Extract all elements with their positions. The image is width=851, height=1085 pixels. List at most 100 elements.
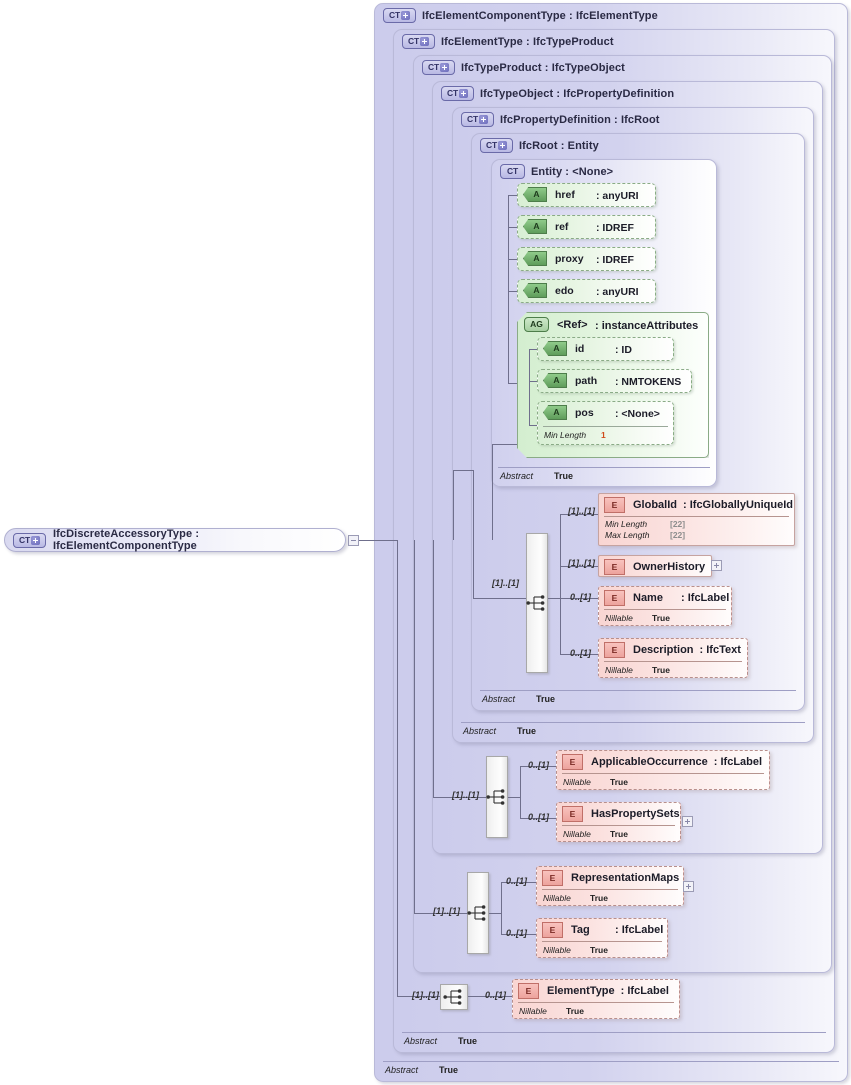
attribute-edo[interactable]: A edo : anyURI <box>517 279 656 303</box>
aggroup-branch-id <box>529 349 537 350</box>
facet-key: Nillable <box>563 829 591 839</box>
attribute-header: A proxy <box>523 251 584 266</box>
element-haspropertysets[interactable]: E HasPropertySets Nillable True <box>556 802 681 842</box>
element-type: : IfcLabel <box>681 592 730 604</box>
cardinality-elementtype: 0..[1] <box>485 990 507 1000</box>
abstract-footer: Abstract True <box>480 690 796 707</box>
expand-button-haspropertysets[interactable] <box>682 816 693 827</box>
branch-typeproduct <box>414 913 467 914</box>
element-elementtype[interactable]: E ElementType : IfcLabel Nillable True <box>512 979 680 1019</box>
root-trunk-line <box>359 540 397 541</box>
element-header: E Name <box>604 590 663 606</box>
cardinality-tag: 0..[1] <box>506 928 528 938</box>
container-header: CT IfcRoot : Entity <box>480 138 599 153</box>
sequence-compositor-ifctypeobject[interactable] <box>486 756 508 838</box>
element-name-box[interactable]: E Name : IfcLabel Nillable True <box>598 586 732 626</box>
attribute-path[interactable]: A path : NMTOKENS <box>537 369 692 393</box>
attribute-href[interactable]: A href : anyURI <box>517 183 656 207</box>
attribute-pos[interactable]: A pos : <None> Min Length 1 <box>537 401 674 445</box>
seq1-stem <box>548 598 560 599</box>
facet-row-nillable: Nillable True <box>542 941 662 958</box>
element-header: E GlobalId : IfcGloballyUniqueId <box>604 497 793 513</box>
facet-key: Nillable <box>563 777 591 787</box>
expand-button-ownerhistory[interactable] <box>711 560 722 571</box>
sequence-compositor-ifctypeproduct[interactable] <box>467 872 489 954</box>
branch-ifcroot-down <box>473 470 474 598</box>
seq2-stem <box>508 797 520 798</box>
element-icon: E <box>604 497 625 513</box>
abstract-value: True <box>536 694 556 704</box>
element-type: : IfcGloballyUniqueId <box>683 499 794 511</box>
facet-value: True <box>652 613 670 623</box>
root-node-ifcdiscreteaccessorytype[interactable]: CT IfcDiscreteAccessoryType : IfcElement… <box>4 528 346 552</box>
element-name: HasPropertySets <box>591 808 680 820</box>
attribute-icon: A <box>543 405 567 420</box>
element-icon: E <box>518 983 539 999</box>
attribute-name: pos <box>575 406 594 419</box>
branch-vertical-entity <box>492 444 493 540</box>
attribute-header: A ref <box>523 219 568 234</box>
cardinality-applicableoccurrence: 0..[1] <box>528 760 550 770</box>
plus-icon <box>419 37 429 46</box>
facet-key: Min Length <box>544 430 587 440</box>
attribute-proxy[interactable]: A proxy : IDREF <box>517 247 656 271</box>
attribute-icon: A <box>523 187 547 202</box>
attribute-group-header: AG <Ref> <box>524 317 588 332</box>
sequence-compositor-ifcroot[interactable] <box>526 533 548 673</box>
facet-row-min-length: Min Length [22] <box>604 516 789 531</box>
seq1-branch-globalid <box>560 514 598 515</box>
facet-value: True <box>652 665 670 675</box>
element-tag[interactable]: E Tag : IfcLabel Nillable True <box>536 918 668 958</box>
facet-key: Nillable <box>605 665 633 675</box>
abstract-key: Abstract <box>404 1036 438 1046</box>
plus-icon <box>400 11 410 20</box>
facet-key: Nillable <box>519 1006 547 1016</box>
sequence-compositor-ifcelementtype[interactable] <box>440 984 468 1010</box>
facet-row-nillable: Nillable True <box>542 889 678 906</box>
element-applicableoccurrence[interactable]: E ApplicableOccurrence : IfcLabel Nillab… <box>556 750 770 790</box>
element-ownerhistory[interactable]: E OwnerHistory <box>598 555 712 577</box>
element-name: GlobalId <box>633 499 677 511</box>
attribute-type: : anyURI <box>596 286 639 298</box>
element-header: E OwnerHistory <box>604 559 705 575</box>
element-type: : IfcLabel <box>615 924 664 936</box>
facet-row-nillable: Nillable True <box>562 825 675 842</box>
abstract-value: True <box>517 726 537 736</box>
element-representationmaps[interactable]: E RepresentationMaps Nillable True <box>536 866 684 906</box>
container-header: CT IfcPropertyDefinition : IfcRoot <box>461 112 660 127</box>
attribute-icon: A <box>523 219 547 234</box>
element-name: Name <box>633 592 663 604</box>
facet-row-nillable: Nillable True <box>604 609 726 626</box>
attr-branch-ref-group <box>508 383 517 384</box>
element-icon: E <box>562 754 583 770</box>
attribute-ref[interactable]: A ref : IDREF <box>517 215 656 239</box>
element-globalid[interactable]: E GlobalId : IfcGloballyUniqueId Min Len… <box>598 493 795 546</box>
root-collapse-button[interactable] <box>348 535 359 546</box>
attribute-name: ref <box>555 220 569 233</box>
expand-button-representationmaps[interactable] <box>683 881 694 892</box>
container-header: CT IfcElementType : IfcTypeProduct <box>402 34 614 49</box>
abstract-key: Abstract <box>500 471 534 481</box>
element-icon: E <box>562 806 583 822</box>
attr-spine-line <box>508 195 509 383</box>
plus-icon <box>30 535 40 545</box>
element-description[interactable]: E Description : IfcText Nillable True <box>598 638 748 678</box>
seq2-spine <box>520 766 521 818</box>
attribute-id[interactable]: A id : ID <box>537 337 674 361</box>
abstract-key: Abstract <box>482 694 516 704</box>
cardinality-sequence-ifcelementtype: [1]..[1] <box>412 990 439 1000</box>
element-type: : IfcLabel <box>713 756 763 768</box>
cardinality-sequence-ifctypeproduct: [1]..[1] <box>433 906 460 916</box>
complextype-icon: CT <box>480 138 513 153</box>
cardinality-ownerhistory: [1]..[1] <box>568 558 595 568</box>
facet-key: Nillable <box>605 613 633 623</box>
container-label: IfcElementType : IfcTypeProduct <box>441 35 614 48</box>
branch-vertical-ifcroot <box>453 470 454 540</box>
attribute-icon: A <box>523 251 547 266</box>
sequence-icon <box>467 905 486 921</box>
element-type: : IfcLabel <box>620 985 669 997</box>
aggroup-branch-pos <box>529 425 537 426</box>
attr-branch-ref <box>508 227 517 228</box>
attribute-type: : IDREF <box>596 254 634 266</box>
